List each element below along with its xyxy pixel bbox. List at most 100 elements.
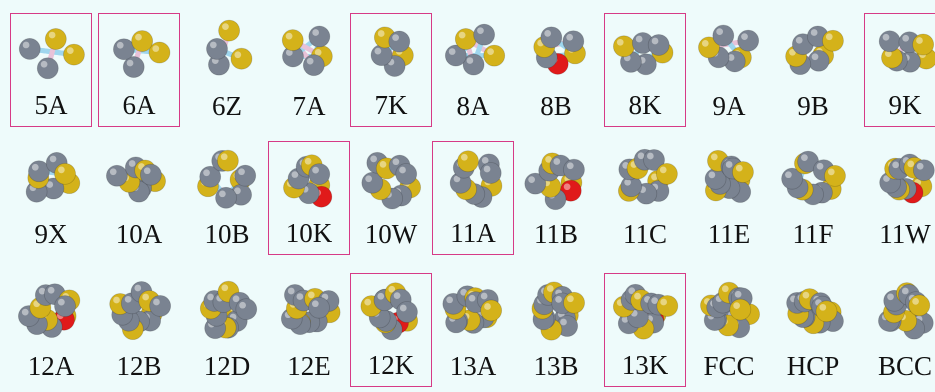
cluster-6z: 6Z	[186, 13, 268, 127]
cluster-7k-diagram	[370, 26, 414, 77]
cluster-label: 13A	[449, 351, 497, 381]
cluster-13a-diagram	[442, 285, 503, 334]
cluster-label: 12E	[287, 351, 331, 381]
cluster-13k-diagram	[612, 283, 679, 340]
cluster-label: 5A	[34, 90, 68, 120]
cluster-12b: 12B	[98, 273, 180, 387]
cluster-10k-diagram	[283, 154, 333, 208]
cluster-label: 13K	[621, 350, 669, 380]
cluster-10a-diagram	[105, 156, 166, 203]
cluster-9b: 9B	[772, 13, 854, 127]
cluster-11e: 11E	[688, 141, 770, 255]
cluster-fcc-diagram	[700, 281, 760, 339]
cluster-12k-diagram	[360, 282, 419, 341]
cluster-12d-diagram	[199, 280, 258, 340]
cluster-9k: 9K	[864, 13, 935, 127]
cluster-12d: 12D	[186, 273, 268, 387]
cluster-5a-diagram	[18, 28, 85, 80]
cluster-12b-diagram	[109, 281, 172, 341]
cluster-10a: 10A	[98, 141, 180, 255]
cluster-8k-diagram	[613, 32, 674, 76]
cluster-11f-diagram	[781, 150, 846, 206]
cluster-label: 9X	[34, 219, 68, 249]
cluster-11w-diagram	[879, 153, 935, 204]
cluster-label: 6Z	[212, 91, 242, 121]
cluster-10b: 10B	[186, 141, 268, 255]
cluster-8b: 8B	[515, 13, 597, 127]
cluster-fcc: FCC	[688, 273, 770, 387]
cluster-13a: 13A	[432, 273, 514, 387]
cluster-6a-diagram	[113, 30, 171, 78]
cluster-label: 7A	[292, 91, 326, 121]
cluster-12a-diagram	[17, 283, 81, 338]
cluster-7k: 7K	[350, 13, 432, 127]
cluster-12k: 12K	[350, 273, 432, 387]
cluster-label: 7K	[374, 90, 408, 120]
cluster-label: 12B	[116, 351, 162, 381]
cluster-6a: 6A	[98, 13, 180, 127]
cluster-label: FCC	[703, 351, 755, 381]
cluster-label: 13B	[533, 351, 579, 381]
cluster-bcc: BCC	[864, 273, 935, 387]
cluster-9x-diagram	[25, 152, 81, 203]
cluster-11w: 11W	[864, 141, 935, 255]
cluster-7a-diagram	[281, 25, 333, 77]
cluster-11b: 11B	[515, 141, 597, 255]
cluster-11e-diagram	[704, 149, 754, 203]
cluster-7a: 7A	[268, 13, 350, 127]
cluster-12e-diagram	[280, 284, 341, 336]
cluster-11c: 11C	[604, 141, 686, 255]
cluster-label: 8B	[540, 91, 572, 121]
cluster-label: 11E	[707, 219, 751, 249]
cluster-11a-diagram	[449, 150, 503, 208]
cluster-label: 10K	[285, 218, 333, 248]
cluster-10k: 10K	[268, 141, 350, 255]
cluster-11a: 11A	[432, 141, 514, 255]
cluster-label: 9B	[797, 91, 829, 121]
cluster-11f: 11F	[772, 141, 854, 255]
cluster-label: BCC	[877, 351, 933, 381]
cluster-label: 8A	[456, 91, 490, 121]
cluster-label: 9A	[712, 91, 746, 121]
cluster-10w-diagram	[361, 151, 422, 210]
cluster-9b-diagram	[785, 25, 844, 76]
cluster-9k-diagram	[878, 30, 935, 73]
cluster-label: 9K	[888, 90, 922, 120]
cluster-label: 11F	[792, 219, 834, 249]
cluster-10w: 10W	[350, 141, 432, 255]
cluster-label: 12D	[203, 351, 251, 381]
cluster-6z-diagram	[206, 19, 253, 76]
cluster-13b-diagram	[531, 281, 585, 341]
cluster-label: 6A	[122, 90, 156, 120]
cluster-label: 11W	[879, 219, 931, 249]
cluster-9x: 9X	[10, 141, 92, 255]
cluster-label: 8K	[628, 90, 662, 120]
cluster-label: 11A	[450, 218, 496, 248]
cluster-label: 11B	[533, 219, 578, 249]
cluster-9a: 9A	[688, 13, 770, 127]
cluster-9a-diagram	[698, 24, 760, 73]
cluster-11b-diagram	[524, 152, 585, 211]
cluster-label: 10W	[364, 219, 418, 249]
cluster-bcc-diagram	[878, 282, 934, 340]
cluster-8k: 8K	[604, 13, 686, 127]
cluster-10b-diagram	[197, 149, 257, 209]
cluster-13k: 13K	[604, 273, 686, 387]
cluster-hcp-diagram	[786, 288, 844, 335]
cluster-label: 10A	[115, 219, 163, 249]
cluster-hcp: HCP	[772, 273, 854, 387]
cluster-12a: 12A	[10, 273, 92, 387]
cluster-12e: 12E	[268, 273, 350, 387]
cluster-8b-diagram	[533, 26, 586, 75]
cluster-label: 11C	[622, 219, 667, 249]
cluster-label: 12K	[367, 350, 415, 380]
cluster-label: 10B	[204, 219, 250, 249]
cluster-8a: 8A	[432, 13, 514, 127]
cluster-8a-diagram	[444, 23, 506, 76]
cluster-5a: 5A	[10, 13, 92, 127]
cluster-label: HCP	[786, 351, 840, 381]
cluster-label: 12A	[27, 351, 75, 381]
cluster-13b: 13B	[515, 273, 597, 387]
cluster-11c-diagram	[617, 148, 678, 205]
